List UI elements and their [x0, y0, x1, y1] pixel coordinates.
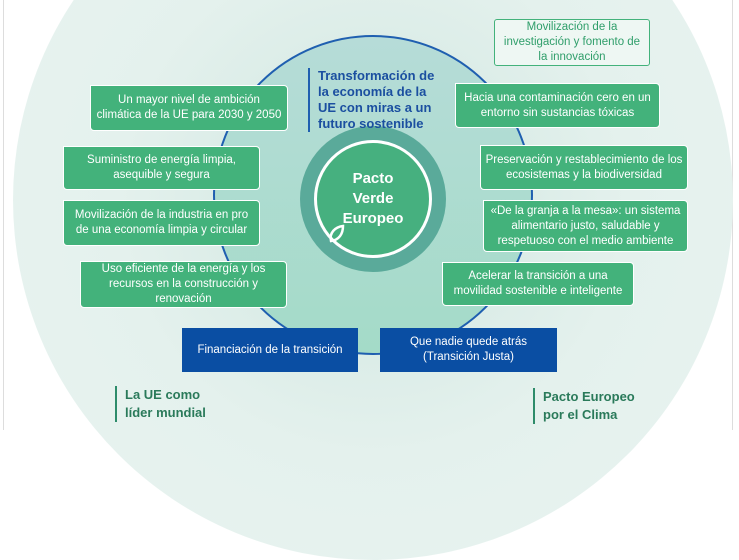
- item-ambition: Un mayor nivel de ambición climática de …: [90, 85, 288, 131]
- item-industry: Movilización de la industria en pro de u…: [63, 200, 260, 246]
- item-just-transition: Que nadie quede atrás (Transición Justa): [380, 328, 557, 372]
- item-mobility: Acelerar la transición a una movilidad s…: [442, 262, 634, 306]
- item-buildings: Uso eficiente de la energía y los recurs…: [80, 261, 287, 308]
- label-global-leader: La UE como líder mundial: [115, 386, 225, 422]
- center-line: Verde: [352, 190, 394, 207]
- center-line: Europeo: [342, 210, 404, 227]
- item-biodiversity: Preservación y restablecimiento de los e…: [480, 145, 688, 190]
- leaf-icon: [329, 224, 345, 243]
- item-financing: Financiación de la transición: [182, 328, 358, 372]
- item-energy-supply: Suministro de energía limpia, asequible …: [63, 146, 260, 190]
- item-zero-pollution: Hacia una contaminación cero en un entor…: [455, 83, 660, 128]
- label-climate-pact: Pacto Europeo por el Clima: [533, 388, 653, 424]
- item-research: Movilización de la investigación y fomen…: [494, 19, 650, 66]
- title-transformation: Transformación de la economía de la UE c…: [308, 68, 448, 132]
- center-line: Pacto: [352, 170, 394, 187]
- item-farm-to-fork: «De la granja a la mesa»: un sistema ali…: [483, 200, 688, 252]
